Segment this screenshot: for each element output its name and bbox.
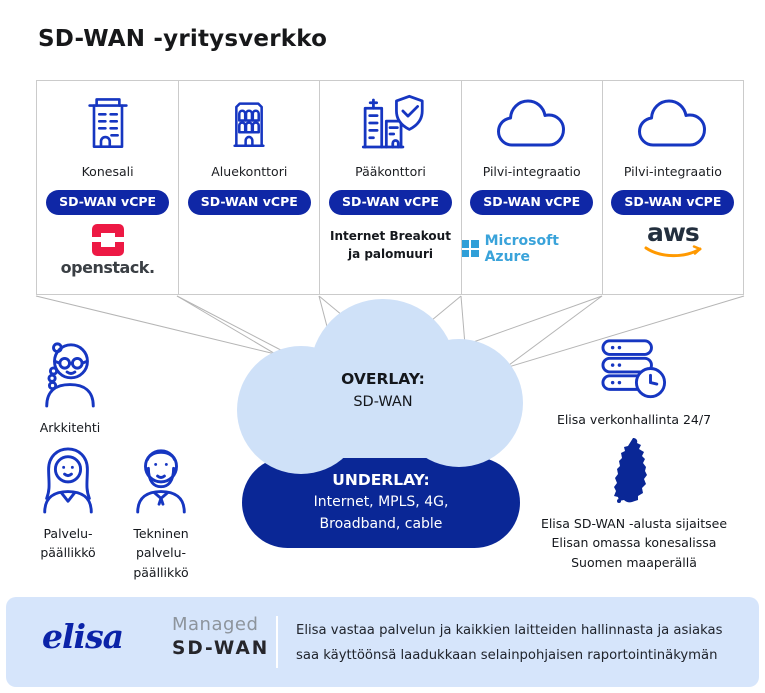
card-label: Pääkonttori bbox=[355, 164, 426, 179]
vcpe-badge: SD-WAN vCPE bbox=[470, 190, 594, 215]
aws-smile-icon bbox=[644, 244, 702, 257]
person-tekninen-palvelupaallikko: Tekninen palvelu- päällikkö bbox=[116, 442, 206, 582]
breakout-note: Internet Breakout ja palomuuri bbox=[330, 228, 451, 261]
card-paakonttori: Pääkonttori SD-WAN vCPE Internet Breakou… bbox=[319, 81, 461, 294]
microsoft-azure-logo: Microsoft Azure bbox=[461, 232, 602, 265]
site-cards-row: Konesali SD-WAN vCPE openstack. bbox=[36, 80, 744, 295]
azure-wordmark: Microsoft Azure bbox=[484, 232, 559, 265]
vcpe-badge: SD-WAN vCPE bbox=[611, 190, 735, 215]
underlay-title: UNDERLAY: bbox=[332, 471, 430, 489]
architect-woman-icon bbox=[45, 342, 95, 408]
server-stack-clock-icon bbox=[601, 339, 667, 399]
aws-wordmark: aws bbox=[646, 217, 700, 247]
card-label: Pilvi-integraatio bbox=[482, 164, 581, 179]
person-label: Tekninen palvelu- päällikkö bbox=[133, 526, 189, 580]
datacenter-building-icon bbox=[87, 98, 128, 148]
product-line-sdwan: SD-WAN bbox=[172, 638, 270, 659]
openstack-logo: openstack. bbox=[60, 223, 155, 277]
card-aluekonttori: Aluekonttori SD-WAN vCPE bbox=[178, 81, 320, 294]
person-label: Palvelu- päällikkö bbox=[40, 526, 96, 561]
page-title: SD-WAN -yritysverkko bbox=[38, 26, 328, 52]
card-pilvi-azure: Pilvi-integraatio SD-WAN vCPE Microsoft … bbox=[460, 81, 602, 294]
finland-map-icon bbox=[614, 438, 647, 503]
underlay-pill: UNDERLAY: Internet, MPLS, 4G, Broadband,… bbox=[242, 457, 520, 548]
person-palvelupaallikko: Palvelu- päällikkö bbox=[24, 442, 112, 563]
vcpe-badge: SD-WAN vCPE bbox=[329, 190, 452, 215]
card-label: Konesali bbox=[81, 164, 134, 179]
cloud-icon bbox=[637, 99, 706, 147]
openstack-icon bbox=[90, 223, 125, 256]
person-arkkitehti: Arkkitehti bbox=[30, 336, 110, 437]
overlay-title: OVERLAY: bbox=[341, 370, 425, 388]
technical-manager-man-icon bbox=[136, 449, 186, 514]
azure-window-icon bbox=[461, 240, 479, 257]
overlay-label: OVERLAY: SD-WAN bbox=[283, 370, 483, 410]
card-konesali: Konesali SD-WAN vCPE openstack. bbox=[37, 81, 179, 294]
product-name: Managed SD-WAN bbox=[172, 614, 269, 659]
hq-buildings-shield-icon bbox=[362, 94, 425, 149]
vcpe-badge: SD-WAN vCPE bbox=[187, 190, 311, 215]
card-label: Pilvi-integraatio bbox=[623, 164, 722, 179]
network-monitoring-block: Elisa verkonhallinta 24/7 bbox=[522, 338, 746, 429]
office-building-icon bbox=[233, 102, 265, 148]
platform-text: Elisa SD-WAN -alusta sijaitsee Elisan om… bbox=[540, 516, 728, 570]
footer-bar: elisa Managed SD-WAN Elisa vastaa palvel… bbox=[6, 597, 759, 687]
cloud-icon bbox=[496, 99, 565, 147]
product-line-managed: Managed bbox=[172, 614, 259, 635]
aws-logo: aws bbox=[643, 220, 703, 265]
underlay-subtitle: Internet, MPLS, 4G, Broadband, cable bbox=[313, 494, 449, 532]
card-label: Aluekonttori bbox=[211, 164, 288, 179]
card-pilvi-aws: Pilvi-integraatio SD-WAN vCPE aws bbox=[601, 81, 743, 294]
elisa-logo: elisa bbox=[42, 617, 124, 656]
vcpe-badge: SD-WAN vCPE bbox=[46, 190, 170, 215]
person-label: Arkkitehti bbox=[39, 420, 101, 435]
monitoring-label: Elisa verkonhallinta 24/7 bbox=[556, 412, 712, 427]
platform-location-block: Elisa SD-WAN -alusta sijaitsee Elisan om… bbox=[518, 438, 750, 572]
footer-divider bbox=[276, 616, 278, 668]
openstack-wordmark: openstack. bbox=[60, 257, 155, 277]
overlay-subtitle: SD-WAN bbox=[353, 394, 413, 410]
footer-description: Elisa vastaa palvelun ja kaikkien laitte… bbox=[296, 623, 723, 663]
service-manager-woman-icon bbox=[43, 447, 93, 514]
